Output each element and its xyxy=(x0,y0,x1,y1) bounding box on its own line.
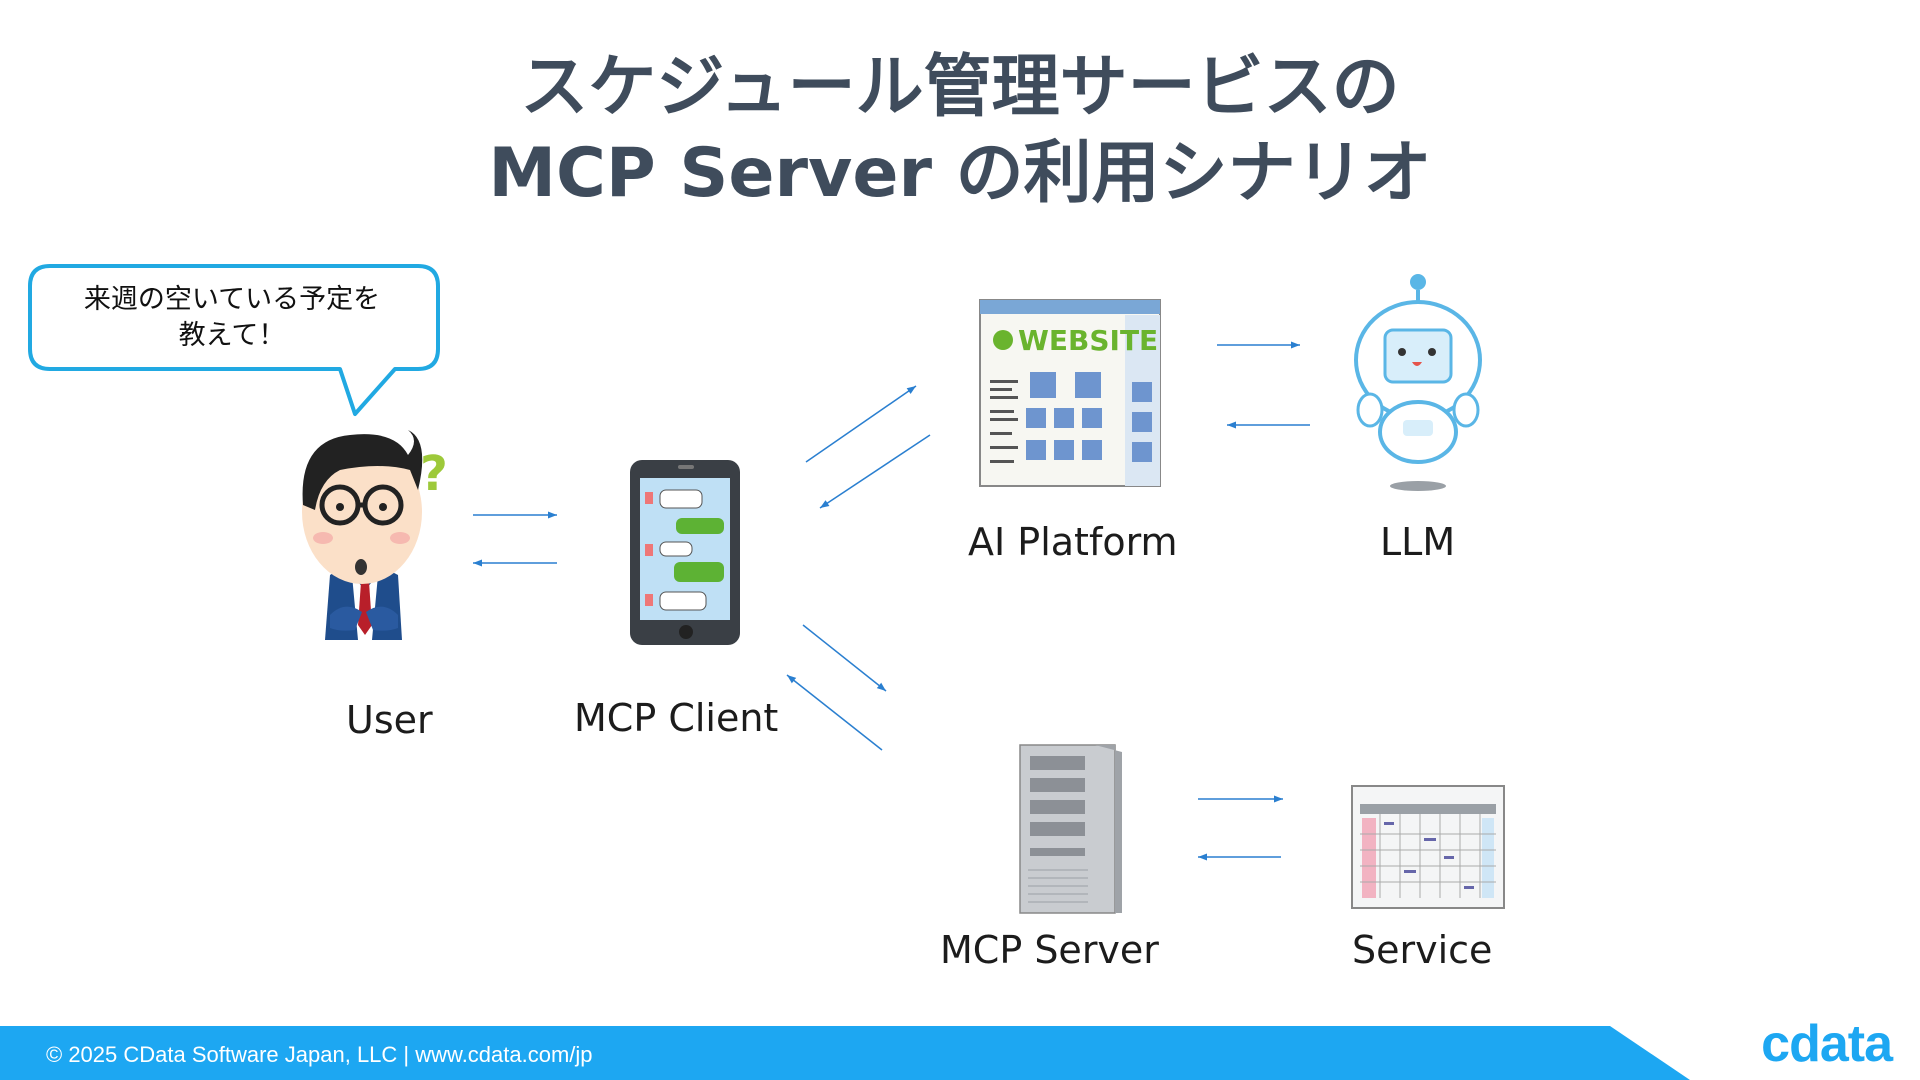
service-calendar-icon xyxy=(1351,785,1505,909)
speech-bubble xyxy=(28,264,440,416)
arrow-platform-to-client xyxy=(819,434,931,509)
flow-arrows xyxy=(473,341,1310,861)
website-logo-text: WEBSITE xyxy=(1018,324,1158,357)
arrow-server-to-client xyxy=(786,674,883,751)
footer: © 2025 CData Software Japan, LLC | www.c… xyxy=(0,1018,1920,1080)
arrow-client-to-server xyxy=(802,624,887,692)
llm-robot-icon xyxy=(1354,274,1482,491)
llm-label: LLM xyxy=(1380,520,1456,564)
arrow-client-to-platform xyxy=(805,385,917,463)
title-line-1: スケジュール管理サービスの xyxy=(520,48,1400,127)
speech-line-1: 来週の空いている予定を xyxy=(83,284,381,315)
mcp-server-label: MCP Server xyxy=(940,928,1159,972)
title-line-2: MCP Server の利用シナリオ xyxy=(488,134,1432,213)
ai-platform-label: AI Platform xyxy=(968,520,1178,564)
ai-platform-website-icon: WEBSITE xyxy=(979,299,1161,487)
mcp-server-icon xyxy=(1019,744,1122,914)
service-label: Service xyxy=(1352,928,1493,972)
mcp-client-label: MCP Client xyxy=(574,696,779,740)
user-label: User xyxy=(346,698,433,742)
footer-copyright: © 2025 CData Software Japan, LLC | www.c… xyxy=(46,1042,593,1067)
user-icon: ? xyxy=(302,430,448,640)
cdata-logo: cdata xyxy=(1761,1015,1893,1073)
page-title: スケジュール管理サービスの MCP Server の利用シナリオ xyxy=(0,45,1920,217)
footer-bar xyxy=(0,1026,1690,1080)
speech-line-2: 教えて！ xyxy=(178,320,286,351)
mcp-client-phone-icon xyxy=(630,460,740,645)
svg-text:?: ? xyxy=(420,446,448,502)
speech-bubble-text: 来週の空いている予定を 教えて！ xyxy=(32,282,432,354)
